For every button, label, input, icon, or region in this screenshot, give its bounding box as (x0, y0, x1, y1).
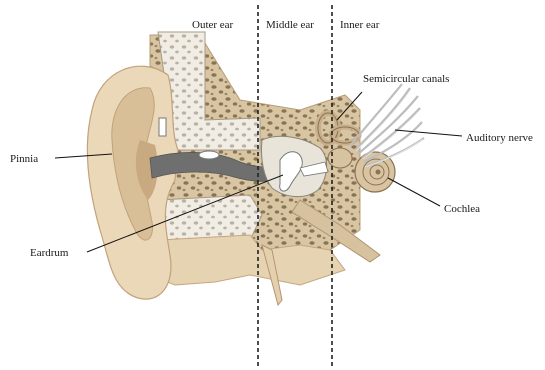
cochlea-leader (388, 178, 440, 206)
label-eardrum: Eardrum (30, 247, 69, 259)
section-outer-ear: Outer ear (192, 19, 234, 31)
label-semicircular-canals: Semicircular canals (363, 73, 449, 85)
section-middle-ear: Middle ear (266, 19, 314, 31)
auditory-leader (395, 130, 462, 136)
label-auditory-nerve: Auditory nerve (466, 132, 533, 144)
section-inner-ear: Inner ear (340, 19, 380, 31)
vestibule (328, 148, 352, 168)
auditory-nerve-fibers (350, 84, 424, 166)
label-pinnia: Pinnia (10, 153, 38, 165)
bone-oval (199, 151, 219, 159)
bone-slot (159, 118, 166, 136)
label-cochlea: Cochlea (444, 203, 480, 215)
